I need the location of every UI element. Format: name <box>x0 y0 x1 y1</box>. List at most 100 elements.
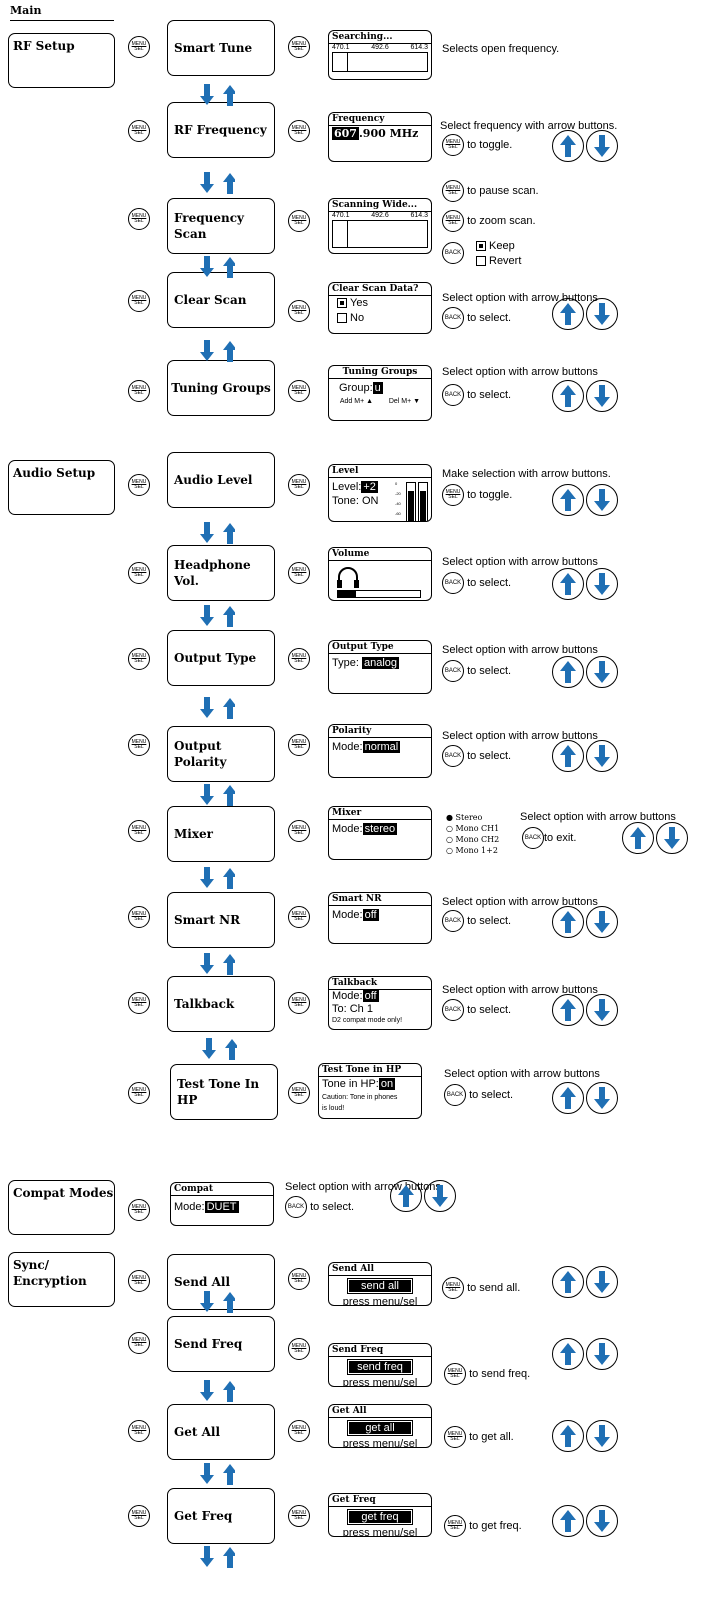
down-arrow-icon <box>594 1343 610 1365</box>
down-arrow-button[interactable] <box>586 1082 618 1114</box>
up-arrow-button[interactable] <box>552 568 584 600</box>
down-arrow-button[interactable] <box>586 906 618 938</box>
down-arrow-button[interactable] <box>586 1505 618 1537</box>
down-arrow-button[interactable] <box>586 994 618 1026</box>
back-button[interactable]: BACK <box>285 1196 307 1218</box>
down-arrow-button[interactable] <box>586 656 618 688</box>
back-button[interactable]: BACK <box>442 910 464 932</box>
up-arrow-button[interactable] <box>552 130 584 162</box>
down-arrow-button[interactable] <box>586 380 618 412</box>
up-arrow-button[interactable] <box>390 1180 422 1212</box>
meter-tick: -40 <box>395 501 401 506</box>
action-box: send freq <box>347 1359 413 1375</box>
down-arrow-button[interactable] <box>586 1420 618 1452</box>
arrow-buttons <box>622 822 688 854</box>
down-arrow-button[interactable] <box>586 130 618 162</box>
up-arrow-button[interactable] <box>552 1505 584 1537</box>
up-arrow-button[interactable] <box>622 822 654 854</box>
screen-send-freq: Send Freq send freq press menu/sel <box>328 1343 432 1387</box>
up-arrow-button[interactable] <box>552 1338 584 1370</box>
up-arrow-button[interactable] <box>552 1420 584 1452</box>
back-button[interactable]: BACK <box>444 1084 466 1106</box>
up-arrow-button[interactable] <box>552 656 584 688</box>
note-to-select: BACK to select. <box>442 999 511 1021</box>
up-arrow-button[interactable] <box>552 380 584 412</box>
back-button[interactable]: BACK <box>442 999 464 1021</box>
down-arrow-button[interactable] <box>586 568 618 600</box>
screen-header: Volume <box>329 548 431 561</box>
down-arrow-button[interactable] <box>586 484 618 516</box>
down-arrow-button[interactable] <box>586 740 618 772</box>
back-button[interactable]: BACK <box>442 745 464 767</box>
down-arrow-button[interactable] <box>586 298 618 330</box>
up-arrow-button[interactable] <box>552 298 584 330</box>
down-arrow-icon <box>594 303 610 325</box>
down-arrow-button[interactable] <box>586 1266 618 1298</box>
down-arrow-button[interactable] <box>656 822 688 854</box>
up-arrow-icon <box>560 999 576 1021</box>
back-button[interactable]: BACK <box>442 242 464 264</box>
up-arrow-button[interactable] <box>552 1082 584 1114</box>
back-button[interactable]: BACK <box>442 307 464 329</box>
up-arrow-button[interactable] <box>552 994 584 1026</box>
screen-header: Polarity <box>329 725 431 738</box>
up-arrow-button[interactable] <box>552 1266 584 1298</box>
up-arrow-button[interactable] <box>552 906 584 938</box>
back-button[interactable]: BACK <box>442 384 464 406</box>
back-button[interactable]: BACK <box>442 572 464 594</box>
mode-value: off <box>362 909 379 921</box>
back-button[interactable]: BACK <box>522 827 544 849</box>
up-arrow-button[interactable] <box>552 484 584 516</box>
back-button[interactable]: BACK <box>442 660 464 682</box>
down-arrow-button[interactable] <box>424 1180 456 1212</box>
up-arrow-button[interactable] <box>552 740 584 772</box>
down-arrow-button[interactable] <box>586 1338 618 1370</box>
prompt-label: press menu/sel <box>342 1296 418 1306</box>
